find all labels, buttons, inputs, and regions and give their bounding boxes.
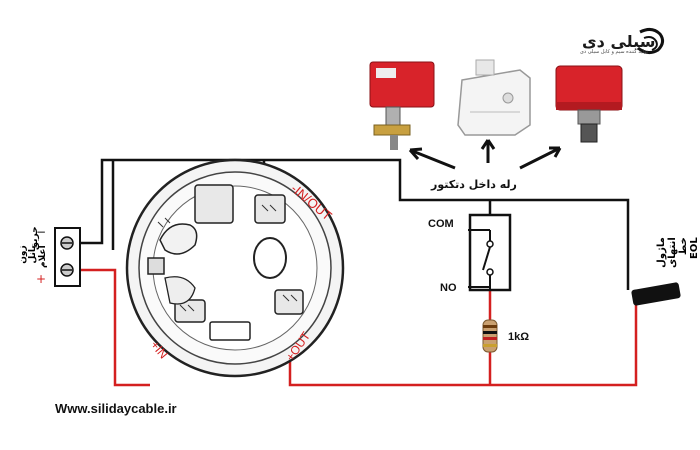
eol-resistor (482, 319, 498, 353)
detector-base (125, 158, 345, 378)
flow-switch-device (369, 61, 435, 150)
relay-label: رله داخل دتکتور (431, 178, 517, 191)
no-label: NO (440, 282, 457, 294)
zone-label-line2: حریق (30, 226, 40, 250)
website-url: Www.silidaycable.ir (55, 401, 177, 416)
brand-name: سیلی دی (582, 32, 656, 51)
brand-tagline: تولید کننده سیم و کابل سیلی دی (580, 49, 648, 55)
relay-arrows (408, 139, 562, 170)
zone-terminal-block (54, 227, 81, 287)
eol-module (631, 282, 681, 306)
eol-label: ماژول انتهای خط EOL (656, 237, 700, 269)
brand-logo-icon (637, 27, 665, 55)
relay-switch-box (468, 213, 512, 292)
pressure-switch-device (555, 65, 623, 143)
zone-minus-label: − (36, 225, 46, 239)
resistor-value-label: 1kΩ (508, 331, 530, 343)
white-relay-module (457, 59, 531, 136)
zone-plus-label: + (36, 272, 46, 286)
com-label: COM (428, 218, 454, 230)
